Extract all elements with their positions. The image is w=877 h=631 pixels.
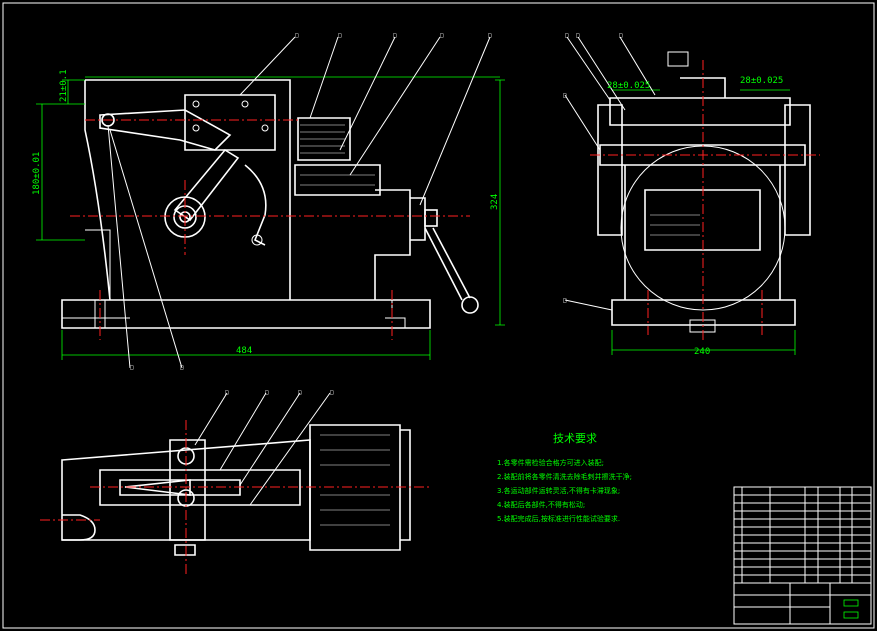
- balloon-label: □: [295, 32, 299, 39]
- section-view: [40, 392, 430, 575]
- front-height-tol-dimension: 180±0.01: [32, 152, 42, 195]
- balloon-label: □: [619, 32, 623, 39]
- technical-notes: 技术要求 1.各零件需检验合格方可进入装配; 2.装配前将各零件清洗去除毛刺并擦…: [497, 432, 632, 523]
- note-line: 4.装配后各部件,不得有松动;: [497, 500, 585, 509]
- front-width-dimension: 484: [236, 346, 252, 356]
- title-block: [733, 486, 872, 625]
- balloon-label: □: [265, 389, 269, 396]
- balloon-label: □: [576, 32, 580, 39]
- side-width-dimension: 240: [694, 347, 710, 357]
- balloon-label: □: [563, 92, 567, 99]
- balloon-label: □: [565, 32, 569, 39]
- balloon-label: □: [488, 32, 492, 39]
- balloon-label: □: [180, 364, 184, 371]
- side-offset-b-dimension: 28±0.025: [740, 76, 783, 86]
- side-view: [564, 36, 820, 355]
- balloon-label: □: [130, 364, 134, 371]
- balloon-label: □: [440, 32, 444, 39]
- balloon-label: □: [298, 389, 302, 396]
- balloon-labels: □ □ □ □ □ □ □ □ □ □ □ □ □ □ □ □: [130, 32, 623, 396]
- balloon-label: □: [393, 32, 397, 39]
- front-height-dimension: 324: [490, 194, 500, 210]
- balloon-label: □: [338, 32, 342, 39]
- balloon-label: □: [330, 389, 334, 396]
- side-offset-a-dimension: 28±0.025: [607, 81, 650, 91]
- note-line: 3.各运动部件运转灵活,不得有卡滞现象;: [497, 486, 620, 495]
- notes-title: 技术要求: [553, 432, 597, 445]
- note-line: 1.各零件需检验合格方可进入装配;: [497, 458, 604, 467]
- balloon-label: □: [563, 297, 567, 304]
- note-line: 5.装配完成后,按标准进行性能试验要求.: [497, 514, 620, 523]
- front-top-offset-dimension: 21±0.1: [59, 69, 69, 102]
- balloon-label: □: [225, 389, 229, 396]
- note-line: 2.装配前将各零件清洗去除毛刺并擦洗干净;: [497, 472, 632, 481]
- front-view: [36, 36, 505, 369]
